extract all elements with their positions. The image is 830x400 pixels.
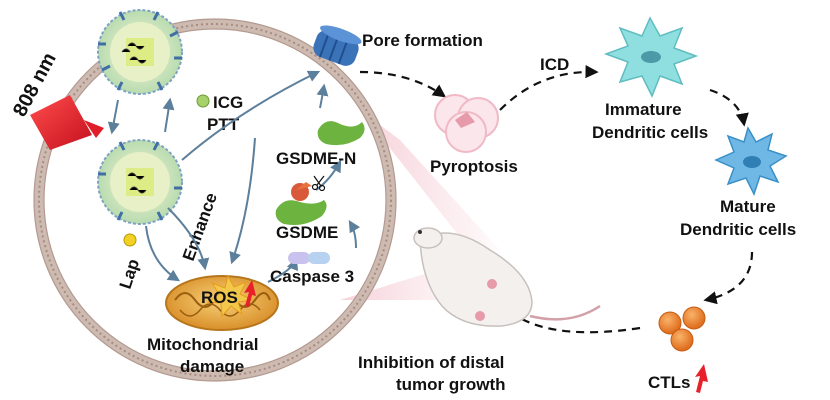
mouse-icon — [413, 227, 601, 327]
mito-label-line1: Mitochondrial — [147, 335, 258, 354]
up-arrow-icon — [695, 364, 708, 393]
ros-label: ROS — [201, 288, 238, 307]
ptt-label: PTT — [207, 115, 240, 134]
internal-arrows — [145, 70, 361, 283]
nano-arrows — [107, 97, 175, 135]
mature-label-line2: Dendritic cells — [680, 220, 796, 239]
nanoparticle-bottom — [97, 139, 183, 225]
nanoparticle-top — [97, 9, 183, 95]
immature-label-line2: Dendritic cells — [592, 123, 708, 142]
inhibition-label-line2: tumor growth — [396, 375, 506, 394]
ctl-cells — [658, 306, 706, 352]
gsdme-label: GSDME — [276, 223, 338, 242]
icg-label: ICG — [213, 93, 243, 112]
immature-label-line1: Immature — [605, 100, 682, 119]
caspase-3-icon — [288, 252, 330, 264]
up-arrow-icon — [244, 280, 256, 307]
gsdme-n-label: GSDME-N — [276, 149, 356, 168]
mature-dendritic-cell — [714, 126, 788, 196]
ctls-label: CTLs — [648, 373, 691, 392]
caspase-label: Caspase 3 — [270, 267, 354, 286]
mature-label-line1: Mature — [720, 197, 776, 216]
arrow-pore-to-pyroptosis — [359, 70, 447, 98]
gsdme-n-protein — [317, 121, 365, 146]
pyroptosis-label: Pyroptosis — [430, 157, 518, 176]
icd-label: ICD — [540, 55, 569, 74]
icg-dot — [196, 94, 210, 108]
scissors-icon — [311, 175, 326, 192]
immature-dendritic-cell — [603, 16, 699, 98]
pore-label: Pore formation — [362, 31, 483, 50]
lap-label: Lap — [116, 257, 143, 292]
arrow-immature-to-mature — [709, 88, 749, 127]
gsdme-protein — [275, 182, 327, 225]
pyroptotic-cell — [434, 94, 499, 153]
lap-dot — [123, 233, 137, 247]
cell-membrane — [33, 18, 397, 382]
inhibition-label-line1: Inhibition of distal — [358, 353, 504, 372]
laser-beam-icon — [30, 95, 104, 150]
pore-icon — [313, 25, 362, 66]
arrow-pyroptosis-to-immature — [499, 65, 599, 111]
arrow-mature-to-ctls — [703, 251, 754, 305]
mito-label-line2: damage — [180, 357, 244, 376]
ros-burst — [206, 274, 254, 318]
